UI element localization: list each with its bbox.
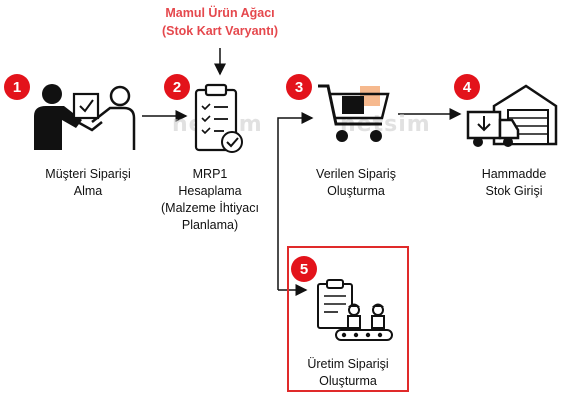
bom-note: Mamul Ürün Ağacı (Stok Kart Varyantı) (140, 4, 300, 40)
step-4-line: Hammadde (481, 167, 547, 181)
step-badge-3: 3 (286, 74, 312, 100)
production-workers-icon (317, 279, 393, 341)
step-3-line: Oluşturma (327, 184, 385, 198)
step-label-4: Hammadde Stok Girişi (466, 166, 562, 200)
shopping-cart-icon (318, 84, 390, 142)
bom-note-line2: (Stok Kart Varyantı) (161, 24, 278, 38)
step-badge-1: 1 (4, 74, 30, 100)
arrow-2-to-3 (277, 112, 314, 290)
step-5-line: Üretim Siparişi (307, 357, 389, 371)
bom-note-line1: Mamul Ürün Ağacı (165, 6, 275, 20)
step-1-line: Alma (73, 184, 103, 198)
step-label-2: MRP1 Hesaplama (Malzeme İhtiyacı Planlam… (152, 166, 268, 234)
step-2-line: MRP1 (192, 167, 228, 181)
step-badge-4: 4 (454, 74, 480, 100)
step-badge-5: 5 (291, 256, 317, 282)
step-4-line: Stok Girişi (485, 184, 543, 198)
step-2-line: Planlama) (181, 218, 239, 232)
step-5-highlight-frame (287, 246, 409, 392)
customer-handshake-icon (34, 84, 136, 150)
step-1-line: Müşteri Siparişi (45, 167, 131, 181)
clipboard-checklist-icon (194, 83, 243, 153)
step-label-5: Üretim Siparişi Oluşturma (294, 356, 402, 390)
step-badge-2: 2 (164, 74, 190, 100)
step-label-1: Müşteri Siparişi Alma (28, 166, 148, 200)
step-5-line: Oluşturma (319, 374, 377, 388)
warehouse-truck-icon (466, 84, 558, 147)
step-2-line: (Malzeme İhtiyacı (161, 201, 259, 215)
step-3-line: Verilen Sipariş (316, 167, 396, 181)
step-label-3: Verilen Sipariş Oluşturma (306, 166, 406, 200)
step-2-line: Hesaplama (178, 184, 242, 198)
